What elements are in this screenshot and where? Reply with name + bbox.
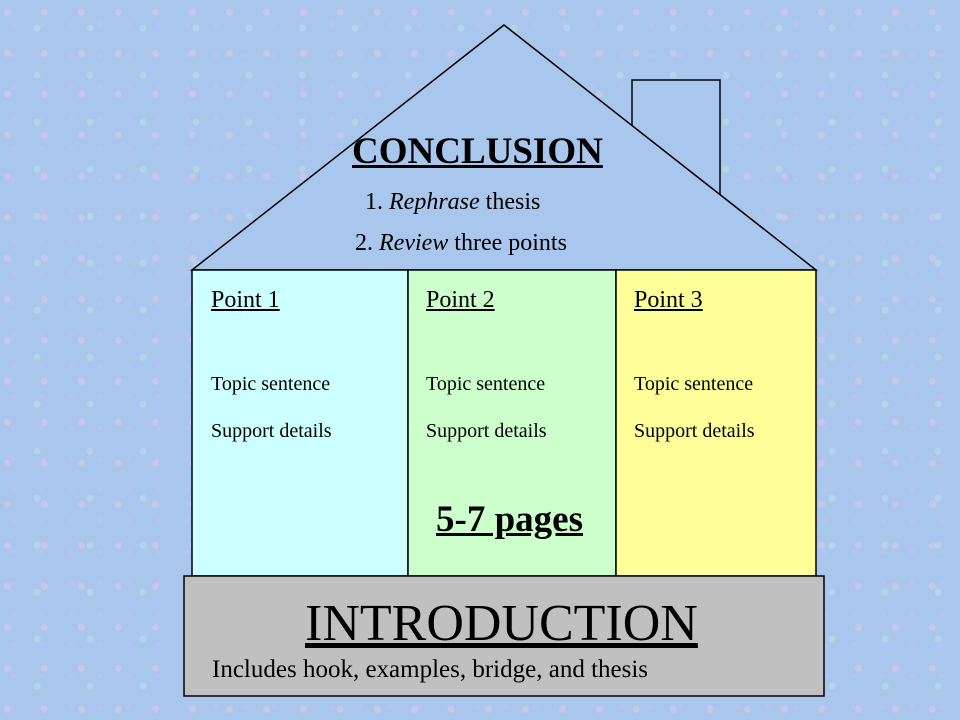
point-3-topic: Topic sentence (634, 373, 754, 395)
introduction-subtitle: Includes hook, examples, bridge, and the… (212, 656, 649, 683)
point-1-column (191, 269, 409, 577)
point-3-column (615, 269, 817, 577)
point-2-column (407, 269, 617, 577)
introduction-foundation (183, 575, 825, 697)
point-1-support: Support details (211, 420, 332, 442)
introduction-title: INTRODUCTION (305, 595, 698, 652)
conclusion-title: CONCLUSION (352, 131, 603, 172)
point-1-topic: Topic sentence (211, 373, 331, 395)
length-label: 5-7 pages (436, 499, 583, 540)
conclusion-item-1: 1. Rephrase thesis (365, 189, 541, 215)
point-2-support: Support details (426, 420, 547, 442)
point-3-title: Point 3 (634, 287, 703, 313)
conclusion-item-2: 2. Review three points (355, 230, 567, 256)
point-2-topic: Topic sentence (426, 373, 546, 395)
point-2-title: Point 2 (426, 287, 495, 313)
point-1-title: Point 1 (211, 287, 280, 313)
point-3-support: Support details (634, 420, 755, 442)
